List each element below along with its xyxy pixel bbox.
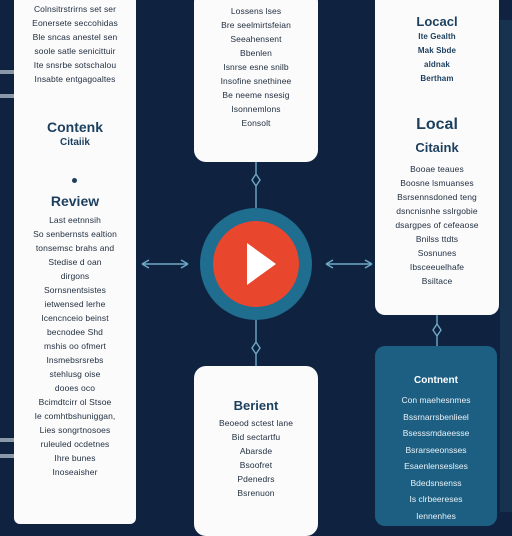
left-content-panel: Colnsitrstrirns set ser Eonersete seccoh… xyxy=(14,0,136,524)
text-line: Insofine snethinee xyxy=(220,76,292,86)
text-line: Lossens lses xyxy=(230,6,282,16)
text-line: Eonsolt xyxy=(241,118,271,128)
text-line: dooes oco xyxy=(54,383,96,393)
text-line: becnodee Shd xyxy=(46,327,104,337)
text-line: Boosne lsmuanses xyxy=(400,178,474,188)
text-line: Pdenedrs xyxy=(237,474,275,484)
text-line: Bdedsnsenss xyxy=(410,477,462,488)
arrowhead-right-outer xyxy=(364,259,373,269)
text-line: Bcimdtcirr ol Stsoe xyxy=(38,397,112,407)
text-line: dirgons xyxy=(60,271,90,281)
text-line: Be neeme nsesig xyxy=(222,90,290,100)
text-line: Bsiltace xyxy=(421,276,453,286)
text-line: Bnilss ttdts xyxy=(415,234,459,244)
edge-marker xyxy=(0,454,14,458)
text-line: Seeahensent xyxy=(230,34,282,44)
bottom-center-card[interactable]: Berient Beoeod sctest lane Bid sectartfu… xyxy=(194,366,318,536)
left-heading-2: Review xyxy=(50,193,100,209)
text-line: Con maehesnmes xyxy=(401,395,471,405)
text-line: Ite snsrbe sotschalou xyxy=(33,60,117,70)
text-line: tonsemsc brahs and xyxy=(35,243,115,253)
left-body-text: Last eetnnsih So senbernsts ealtion tons… xyxy=(14,213,136,479)
text-line: Bertham xyxy=(420,74,454,83)
text-line: Ite Gealth xyxy=(418,32,456,41)
text-line: So senbernsts ealtion xyxy=(33,229,117,239)
text-line: Ibsceeuelhafe xyxy=(409,262,465,272)
top-right-card[interactable]: Locacl Ite Gealth Mak Sbde aldnak Bertha… xyxy=(375,0,499,315)
text-line: Bid sectartfu xyxy=(231,432,281,442)
text-line: Inoseaisher xyxy=(52,467,98,477)
central-hub[interactable] xyxy=(200,208,312,320)
text-line: Ihre bunes xyxy=(54,453,96,463)
text-line: Ie comhtbshuniggan, xyxy=(34,411,116,421)
text-line: mshis oo ofmert xyxy=(44,341,106,351)
top-center-card[interactable]: Lossens lses Bre seelmirtsfeian Seeahens… xyxy=(194,0,318,162)
text-line: Stedise d oan xyxy=(48,257,102,267)
text-line: Beoeod sctest lane xyxy=(218,418,294,428)
text-line: Sosnunes xyxy=(417,248,457,258)
left-heading-1: Contenk xyxy=(47,119,103,135)
bottom-right-card[interactable]: Contnent Con maehesnmes Bssrnarrsbenliee… xyxy=(375,346,497,526)
text-line: Ble sncas anestel sen xyxy=(32,32,118,42)
bullet-dot xyxy=(72,178,77,183)
left-heading-1-sub: Citaiik xyxy=(59,137,90,148)
top-right-heading-1: Locacl xyxy=(416,14,458,29)
top-right-body-text: Booae teaues Boosne lsmuanses Bsrsennsdo… xyxy=(375,162,499,288)
text-line: Colnsitrstrirns set ser xyxy=(33,4,117,14)
arrowhead-right-inner xyxy=(325,259,334,269)
text-line: dsargpes of cefeaose xyxy=(395,220,479,230)
text-line: Bsoofret xyxy=(239,460,273,470)
text-line: Bsrsennsdoned teng xyxy=(397,192,477,202)
text-line: Abarsde xyxy=(239,446,273,456)
text-line: Lies songrtnosoes xyxy=(39,425,111,435)
arrowhead-left-outer xyxy=(141,259,150,269)
text-line: ietwensed lerhe xyxy=(44,299,106,309)
text-line: stehlusg oise xyxy=(49,369,101,379)
play-icon xyxy=(247,243,276,285)
top-right-heading-2-sub: Citaink xyxy=(415,140,459,155)
text-line: ruleuled ocdetnes xyxy=(40,439,110,449)
text-line: Is clrbeereses xyxy=(409,494,463,504)
text-line: soole satle senicittuir xyxy=(34,46,116,56)
top-right-small-text: Ite Gealth Mak Sbde aldnak Bertham xyxy=(375,30,499,86)
text-line: Bbenlen xyxy=(240,48,272,58)
text-line: Booae teaues xyxy=(410,164,464,174)
text-line: aldnak xyxy=(424,60,450,69)
text-line: Eonersete seccohidas xyxy=(32,18,118,28)
text-line: Bsrarseeonsses xyxy=(405,444,467,455)
right-edge-strip xyxy=(500,20,512,512)
text-line: dsncnisnhe sslrgobie xyxy=(396,206,478,216)
bottom-center-heading: Berient xyxy=(233,398,279,413)
text-line: Bssrnarrsbenlieel xyxy=(403,411,469,422)
connector-node xyxy=(251,340,261,356)
text-line: Last eetnnsih xyxy=(49,215,101,225)
bottom-center-body-text: Beoeod sctest lane Bid sectartfu Abarsde… xyxy=(194,416,318,500)
left-top-text: Colnsitrstrirns set ser Eonersete seccoh… xyxy=(14,2,136,86)
edge-marker xyxy=(0,438,14,442)
connector-node xyxy=(251,172,261,188)
text-line: Insabte entgagoaltes xyxy=(34,74,116,84)
bottom-right-heading: Contnent xyxy=(414,375,458,386)
text-line: Bsesssmdaeesse xyxy=(402,428,470,438)
text-line: Insmebsrsrebs xyxy=(46,355,104,365)
top-right-heading-2: Local xyxy=(416,116,458,133)
text-line: Icencnceio beinst xyxy=(41,313,109,323)
text-line: Isonnemlons xyxy=(231,104,281,114)
connector-node xyxy=(432,322,442,338)
text-line: Sornsnentsistes xyxy=(44,285,106,295)
edge-marker xyxy=(0,70,14,74)
text-line: Mak Sbde xyxy=(417,46,457,55)
arrowhead-left-inner xyxy=(180,259,189,269)
connector-diagram xyxy=(141,162,442,366)
text-line: Isnrse esne snilb xyxy=(223,62,289,72)
text-line: Bre seelmirtsfeian xyxy=(221,20,291,30)
text-line: Esaenlenseslses xyxy=(404,461,468,471)
text-line: Bsrenuon xyxy=(237,488,275,498)
edge-marker xyxy=(0,94,14,98)
